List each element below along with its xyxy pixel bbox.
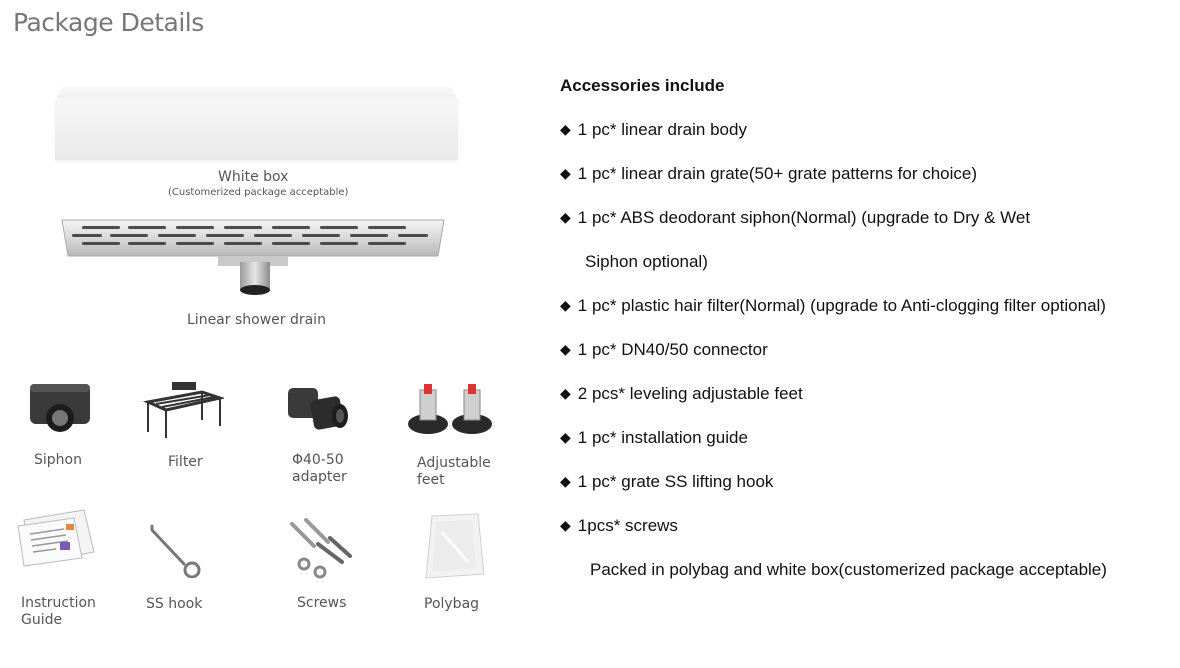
diamond-bullet-icon: ◆: [560, 165, 571, 181]
ss-hook-icon: [150, 524, 201, 578]
diamond-bullet-icon: ◆: [560, 473, 571, 489]
list-item-text: 1pcs* screws: [577, 516, 678, 535]
instruction-guide-label: Instruction Guide: [21, 595, 96, 629]
list-item: ◆ 1 pc* installation guide: [560, 428, 748, 448]
list-item-text: 1 pc* ABS deodorant siphon(Normal) (upgr…: [577, 208, 1031, 227]
list-item: ◆ 2 pcs* leveling adjustable feet: [560, 384, 803, 404]
instruction-guide-icon: [17, 509, 95, 567]
siphon-label: Siphon: [34, 452, 82, 468]
polybag-label: Polybag: [424, 596, 480, 612]
list-item: ◆ 1pcs* screws: [560, 516, 678, 536]
list-item: ◆ 1 pc* linear drain body: [560, 120, 747, 140]
list-item-text: 1 pc* DN40/50 connector: [577, 340, 768, 359]
list-item-text: 2 pcs* leveling adjustable feet: [577, 384, 803, 403]
diamond-bullet-icon: ◆: [560, 341, 571, 357]
adapter-label-line2: adapter: [292, 469, 347, 485]
diamond-bullet-icon: ◆: [560, 385, 571, 401]
diamond-bullet-icon: ◆: [560, 297, 571, 313]
instruction-guide-label-line1: Instruction: [21, 595, 96, 611]
list-item: ◆ 1 pc* grate SS lifting hook: [560, 472, 773, 492]
adjustable-feet-label-line1: Adjustable: [417, 455, 491, 471]
adapter-icon: [288, 388, 348, 430]
list-item: ◆ 1 pc* DN40/50 connector: [560, 340, 768, 360]
screws-icon: [290, 518, 352, 579]
page-title: Package Details: [13, 8, 204, 37]
adjustable-feet-label: Adjustable feet: [417, 455, 491, 489]
packaging-note: Packed in polybag and white box(customer…: [590, 560, 1107, 579]
siphon-icon: [30, 384, 90, 432]
white-box-image: [55, 86, 458, 160]
list-item-text: 1 pc* grate SS lifting hook: [577, 472, 774, 491]
white-box-sublabel: (Customerized package acceptable): [168, 187, 349, 198]
adapter-label-line1: Φ40-50: [292, 452, 344, 468]
diamond-bullet-icon: ◆: [560, 429, 571, 445]
diamond-bullet-icon: ◆: [560, 121, 571, 137]
list-item: ◆ 1 pc* plastic hair filter(Normal) (upgr…: [560, 296, 1106, 316]
list-item-text: 1 pc* linear drain grate(50+ grate patte…: [577, 164, 978, 183]
filter-label: Filter: [168, 454, 203, 470]
diamond-bullet-icon: ◆: [560, 517, 571, 533]
screws-label: Screws: [297, 595, 347, 611]
polybag-icon: [425, 513, 485, 579]
linear-drain-image: [61, 219, 445, 295]
drain-label: Linear shower drain: [187, 312, 326, 328]
adapter-label: Φ40-50 adapter: [292, 452, 347, 486]
list-item-text: 1 pc* installation guide: [577, 428, 748, 447]
list-item: ◆ 1 pc* ABS deodorant siphon(Normal) (upg…: [560, 208, 1030, 228]
instruction-guide-label-line2: Guide: [21, 612, 63, 628]
list-item-text: 1 pc* plastic hair filter(Normal) (upgra…: [577, 296, 1106, 315]
list-item-continuation: Siphon optional): [585, 252, 708, 271]
adjustable-feet-label-line2: feet: [417, 472, 445, 488]
list-item-text: 1 pc* linear drain body: [577, 120, 747, 139]
accessories-heading: Accessories include: [560, 76, 725, 95]
diamond-bullet-icon: ◆: [560, 209, 571, 225]
adjustable-feet-icon: [408, 384, 492, 434]
ss-hook-label: SS hook: [146, 596, 203, 612]
white-box-label: White box: [218, 169, 289, 185]
filter-icon: [142, 382, 224, 438]
list-item: ◆ 1 pc* linear drain grate(50+ grate patt…: [560, 164, 977, 184]
